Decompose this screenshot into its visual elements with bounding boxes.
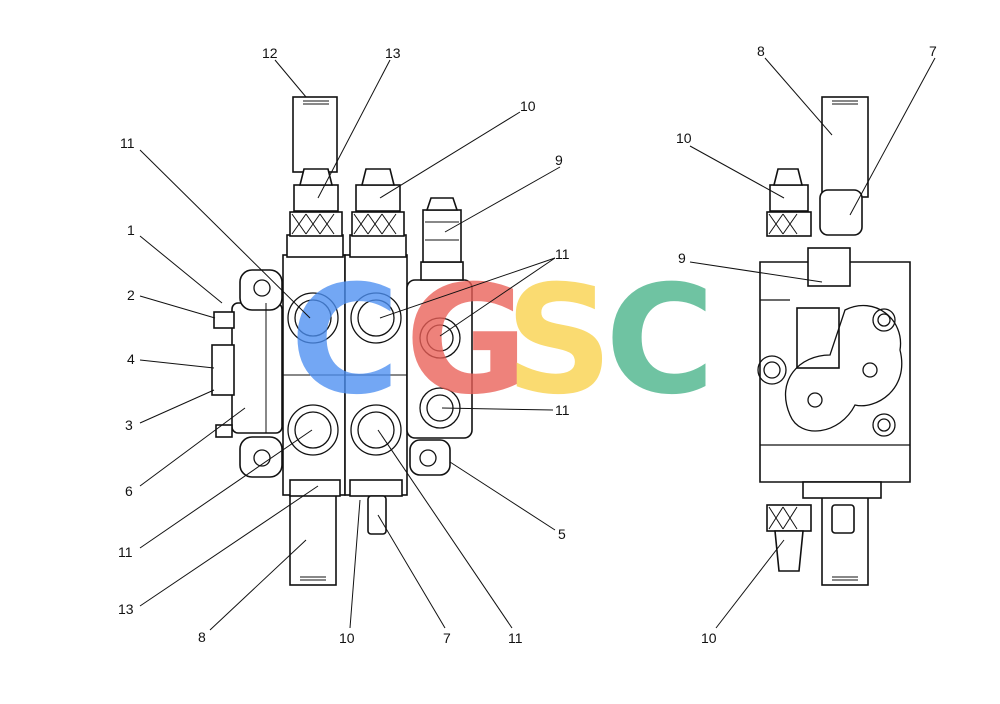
fitting-1 [213, 311, 235, 329]
bottom-plug-7 [367, 495, 387, 535]
fitting-4 [211, 344, 235, 396]
watermark-letter-c1: C [290, 254, 400, 428]
callout-8: 8 [757, 43, 765, 59]
callout-9: 9 [678, 250, 686, 266]
callout-10: 10 [701, 630, 717, 646]
watermark-letter-s: S [505, 254, 613, 428]
callout-13: 13 [385, 45, 401, 61]
callout-11: 11 [508, 630, 523, 646]
callout-11: 11 [118, 544, 133, 560]
callout-2: 2 [127, 287, 135, 303]
end-plate [231, 302, 283, 434]
callout-10: 10 [520, 98, 536, 114]
callout-11: 11 [555, 246, 570, 262]
watermark-logo: C G S C [290, 254, 715, 428]
top-solenoid-sleeve [292, 96, 338, 173]
callout-3: 3 [125, 417, 133, 433]
callout-4: 4 [127, 351, 135, 367]
watermark-letter-c2: C [605, 254, 715, 428]
nameplate [796, 307, 840, 369]
callout-11: 11 [555, 402, 570, 418]
callout-7: 7 [929, 43, 937, 59]
leader-lines [139, 57, 936, 631]
callout-10: 10 [339, 630, 355, 646]
callout-9: 9 [555, 152, 563, 168]
callout-12: 12 [262, 45, 278, 61]
callout-11: 11 [120, 135, 135, 151]
left-view [211, 96, 473, 586]
callout-1: 1 [127, 222, 135, 238]
callout-6: 6 [125, 483, 133, 499]
watermark-letter-g: G [405, 254, 528, 428]
callout-labels: 12 13 10 11 9 1 11 2 4 11 3 6 5 11 13 8 … [118, 43, 937, 646]
right-top-sleeve [821, 96, 869, 198]
callout-5: 5 [558, 526, 566, 542]
right-view [757, 96, 911, 586]
callout-13: 13 [118, 601, 134, 617]
callout-8: 8 [198, 629, 206, 645]
right-fitting-9 [807, 247, 851, 287]
right-valve-body [759, 261, 911, 483]
bottom-solenoid-sleeve [289, 494, 337, 586]
callout-7: 7 [443, 630, 451, 646]
callout-10: 10 [676, 130, 692, 146]
